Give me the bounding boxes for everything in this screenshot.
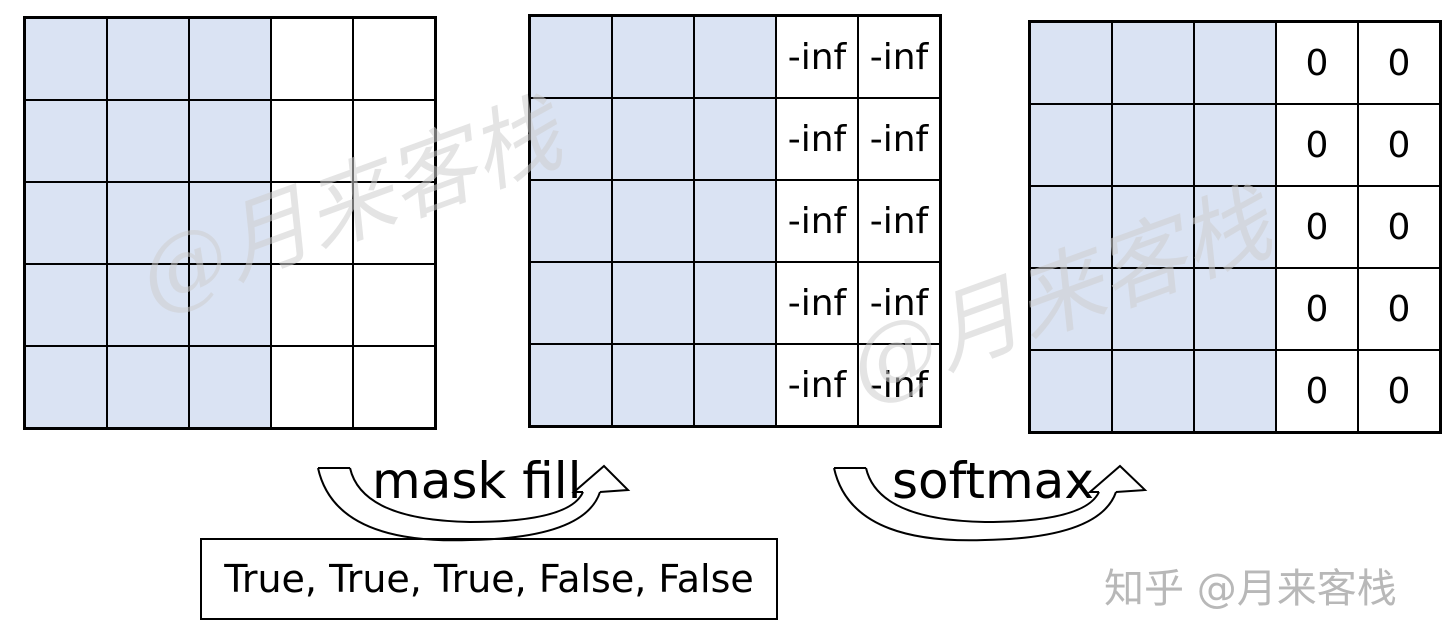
matrix-cell: 0 — [1358, 268, 1440, 350]
matrix-cell: -inf — [776, 16, 858, 98]
matrix-cell: -inf — [858, 98, 940, 180]
matrix-cell — [271, 346, 353, 428]
matrix-cell — [271, 264, 353, 346]
matrix-cell — [1112, 350, 1194, 432]
matrix-cell — [1194, 268, 1276, 350]
matrix-cell — [612, 16, 694, 98]
softmax-label: softmax — [892, 452, 1094, 510]
matrix-cell: 0 — [1358, 22, 1440, 104]
matrix-cell: -inf — [858, 344, 940, 426]
matrix-cell — [1030, 268, 1112, 350]
matrix-cell — [353, 100, 435, 182]
matrix-cell — [530, 16, 612, 98]
matrix-cell — [1030, 350, 1112, 432]
matrix-cell — [25, 264, 107, 346]
matrix-cell: 0 — [1276, 350, 1358, 432]
matrix-cell — [694, 180, 776, 262]
matrix-cell: 0 — [1276, 268, 1358, 350]
matrix-cell — [189, 264, 271, 346]
matrix-cell — [694, 344, 776, 426]
matrix-cell — [1194, 186, 1276, 268]
mask-fill-label: mask fill — [372, 452, 582, 510]
matrix-cell — [189, 18, 271, 100]
matrix-cell — [107, 18, 189, 100]
mask-values-box: True, True, True, False, False — [200, 538, 778, 620]
matrix-cell — [107, 346, 189, 428]
matrix-cell — [25, 346, 107, 428]
matrix-cell: 0 — [1358, 104, 1440, 186]
masked-matrix: -inf-inf-inf-inf-inf-inf-inf-inf-inf-inf — [528, 14, 942, 428]
matrix-cell — [612, 98, 694, 180]
matrix-cell — [353, 346, 435, 428]
matrix-cell — [25, 18, 107, 100]
matrix-cell: -inf — [858, 180, 940, 262]
matrix-cell — [530, 98, 612, 180]
matrix-cell — [1030, 186, 1112, 268]
mask-values-text: True, True, True, False, False — [224, 557, 754, 601]
matrix-cell: -inf — [776, 262, 858, 344]
credit-text: 知乎 @月来客栈 — [1104, 566, 1397, 612]
matrix-cell — [25, 182, 107, 264]
matrix-cell: 0 — [1358, 350, 1440, 432]
matrix-cell: 0 — [1276, 186, 1358, 268]
matrix-cell: -inf — [858, 16, 940, 98]
matrix-cell: -inf — [858, 262, 940, 344]
matrix-cell — [189, 346, 271, 428]
matrix-cell — [271, 182, 353, 264]
matrix-cell — [612, 262, 694, 344]
matrix-cell — [271, 100, 353, 182]
matrix-cell: -inf — [776, 98, 858, 180]
matrix-cell — [107, 182, 189, 264]
matrix-cell — [530, 262, 612, 344]
matrix-cell — [1030, 22, 1112, 104]
matrix-cell — [107, 100, 189, 182]
matrix-cell — [271, 18, 353, 100]
matrix-cell — [25, 100, 107, 182]
softmax-arrow — [833, 464, 1148, 542]
matrix-cell — [353, 264, 435, 346]
matrix-cell — [189, 182, 271, 264]
matrix-cell: 0 — [1276, 104, 1358, 186]
matrix-cell — [1112, 104, 1194, 186]
matrix-cell — [1112, 268, 1194, 350]
matrix-cell — [612, 344, 694, 426]
matrix-cell — [694, 262, 776, 344]
matrix-cell — [353, 18, 435, 100]
matrix-cell — [1194, 104, 1276, 186]
matrix-cell — [1194, 22, 1276, 104]
matrix-cell — [694, 98, 776, 180]
matrix-cell: -inf — [776, 344, 858, 426]
matrix-cell — [1112, 186, 1194, 268]
matrix-cell: -inf — [776, 180, 858, 262]
matrix-cell — [353, 182, 435, 264]
matrix-cell — [530, 180, 612, 262]
matrix-cell — [612, 180, 694, 262]
matrix-cell — [1030, 104, 1112, 186]
matrix-cell — [1194, 350, 1276, 432]
matrix-cell — [694, 16, 776, 98]
matrix-cell: 0 — [1276, 22, 1358, 104]
mask-fill-arrow — [317, 464, 631, 542]
matrix-cell — [189, 100, 271, 182]
matrix-cell — [1112, 22, 1194, 104]
matrix-cell: 0 — [1358, 186, 1440, 268]
input-matrix — [23, 16, 437, 430]
matrix-cell — [530, 344, 612, 426]
matrix-cell — [107, 264, 189, 346]
